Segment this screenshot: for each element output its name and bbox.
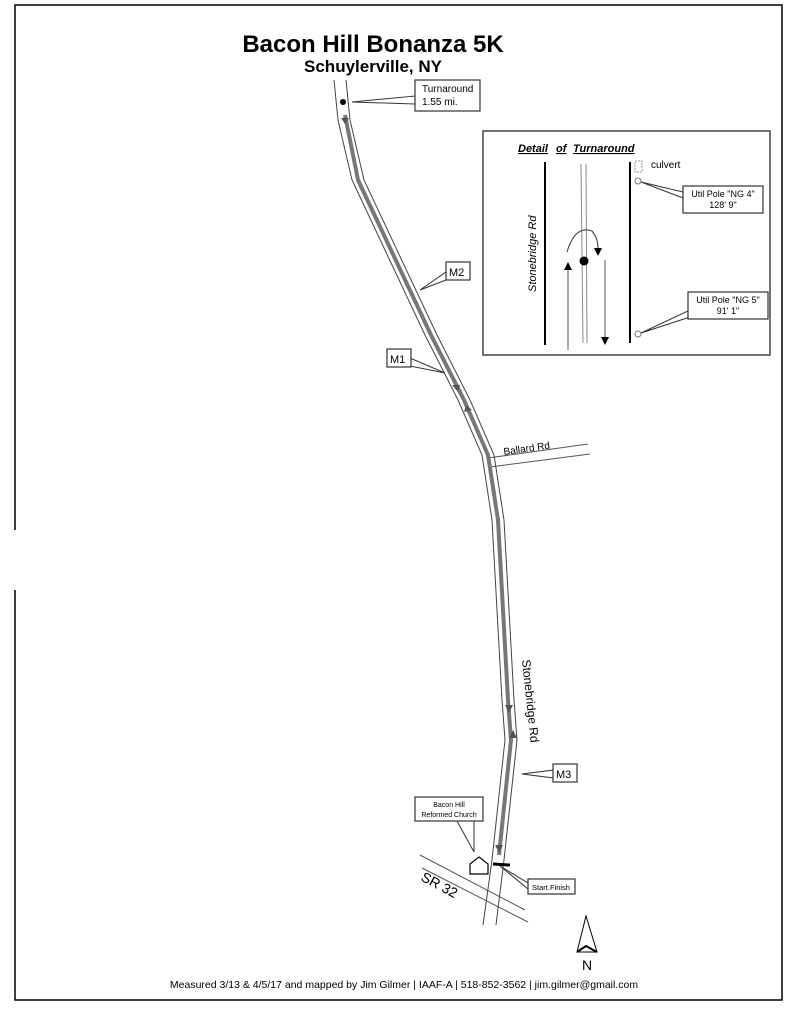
road-label-stonebridge: Stonebridge Rd (519, 659, 542, 743)
mile-marker-label: M3 (556, 769, 571, 781)
frame-gap (10, 530, 20, 590)
road-label-ballard: Ballard Rd (503, 441, 551, 458)
callout-pointer (419, 271, 447, 291)
detail-road-label: Stonebridge Rd (527, 215, 539, 292)
callout-pointer (521, 769, 555, 779)
start-finish-callout (527, 878, 576, 895)
util-pole-icon (634, 177, 642, 185)
util-pole-distance: 91' 1" (717, 306, 739, 316)
callout-pointer (456, 820, 475, 853)
road-stonebridge (333, 79, 518, 926)
culvert-icon (634, 160, 643, 173)
map-subtitle: Schuylerville, NY (304, 57, 443, 76)
route-arrows (341, 118, 517, 853)
mile-marker-m3 (552, 763, 578, 783)
detail-title: Detail (518, 143, 549, 155)
util-pole-icon (634, 330, 642, 338)
callout-pointer (351, 95, 416, 105)
util-pole-distance: 128' 9" (709, 200, 736, 210)
mile-marker-label: M2 (449, 267, 464, 279)
turnaround-distance: 1.55 mi. (422, 97, 458, 108)
culvert-label: culvert (651, 160, 681, 171)
turnaround-label: Turnaround (422, 84, 473, 95)
turnaround-detail-inset: Detail of Turnaround Stonebridge Rd culv… (482, 130, 771, 356)
church-label: Bacon Hill (433, 802, 465, 809)
detail-title: Turnaround (573, 143, 635, 155)
util-pole-label: Util Pole "NG 5" (696, 295, 759, 305)
map-title: Bacon Hill Bonanza 5K (242, 31, 504, 58)
north-label: N (582, 957, 592, 973)
turnaround-callout (414, 79, 481, 112)
church-label: Reformed Church (421, 812, 476, 819)
mile-marker-m2 (445, 261, 471, 281)
footer-credits: Measured 3/13 & 4/5/17 and mapped by Jim… (170, 979, 638, 991)
road-sr32 (419, 854, 529, 923)
page-frame (14, 4, 783, 1001)
course-route (343, 114, 514, 856)
turnaround-point (340, 99, 346, 105)
callout-pointer (409, 357, 446, 374)
mile-marker-label: M1 (390, 354, 405, 366)
north-arrow-icon (576, 914, 598, 953)
util-pole-label: Util Pole "NG 4" (691, 189, 754, 199)
start-finish-line (492, 862, 511, 867)
start-finish-label: Start.Finish (532, 883, 570, 892)
road-ballard (487, 443, 591, 468)
church-icon (469, 856, 489, 875)
callout-pointer (499, 865, 529, 891)
mile-marker-m1 (386, 348, 412, 368)
church-callout (414, 796, 484, 822)
detail-title: of (556, 143, 568, 155)
